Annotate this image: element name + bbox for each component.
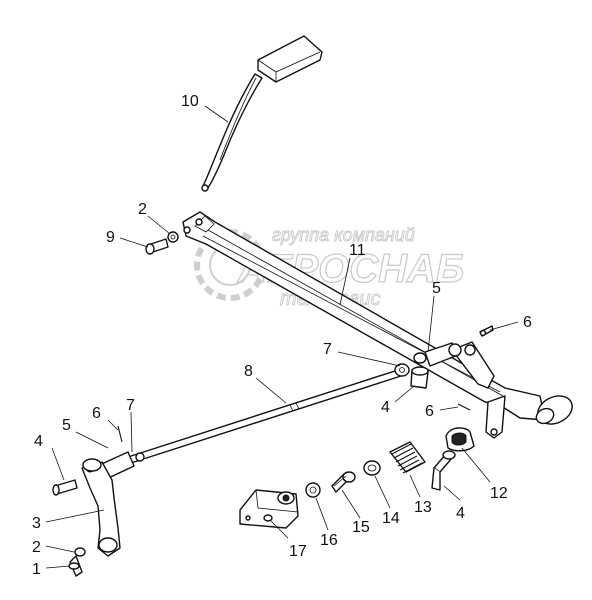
lever-shaft: [182, 211, 546, 421]
cotter-pin-6-top: [479, 325, 494, 337]
callout-13: 13: [414, 499, 432, 516]
callout-2-lower: 2: [32, 539, 41, 556]
callout-9: 9: [106, 229, 115, 246]
pedal-pad: [257, 35, 323, 83]
callout-6-mid: 6: [425, 403, 434, 420]
washer-2-lower: [74, 547, 86, 557]
bolt-4-right: [431, 450, 456, 491]
callout-3: 3: [32, 515, 41, 532]
callout-4-mid: 4: [381, 399, 390, 416]
cotter-pin-6-mid: [457, 403, 471, 411]
callout-17: 17: [289, 543, 307, 560]
callout-4-right: 4: [456, 505, 465, 522]
callout-7-left: 7: [126, 397, 135, 414]
washer-14: [363, 460, 381, 476]
pedal-arm: [201, 73, 263, 192]
cap-12: [445, 427, 475, 452]
callout-10: 10: [181, 93, 199, 110]
bolt-1: [68, 555, 83, 577]
bolt-4-left: [52, 479, 78, 496]
lever-end-bushing: [485, 395, 573, 439]
callout-2-upper: 2: [138, 201, 147, 218]
leader-lines: [45, 105, 519, 569]
nut-7-upper: [394, 363, 410, 377]
callout-8: 8: [244, 363, 253, 380]
callout-11: 11: [349, 242, 366, 259]
callout-1: 1: [32, 561, 41, 578]
spring-13: [389, 441, 426, 474]
long-rod: [127, 369, 402, 464]
callout-7-upper: 7: [323, 341, 332, 358]
callout-15: 15: [352, 519, 370, 536]
callout-5-upper: 5: [432, 280, 441, 297]
stud-15: [331, 471, 356, 493]
callout-14: 14: [382, 510, 400, 527]
callout-6-left: 6: [92, 405, 101, 422]
washer-2-upper: [167, 231, 179, 243]
callout-5-left: 5: [62, 417, 71, 434]
nut-16: [305, 482, 321, 498]
bell-crank: [81, 458, 121, 557]
callout-labels: 10 2 9 11 5 6 7 8 4 6 6 7 5 4 3 2 1 17 1…: [32, 93, 532, 578]
watermark-line1: группа компаний: [272, 225, 415, 245]
mounting-bracket: [239, 489, 299, 529]
cotter-pin-6-left: [117, 425, 123, 443]
callout-12: 12: [490, 485, 508, 502]
callout-16: 16: [320, 532, 338, 549]
bolt-4-mid: [410, 366, 429, 389]
callout-6-upper: 6: [523, 314, 532, 331]
lever-bracket: [413, 341, 495, 389]
bolt-9: [145, 238, 169, 255]
callout-4-left: 4: [34, 433, 43, 450]
